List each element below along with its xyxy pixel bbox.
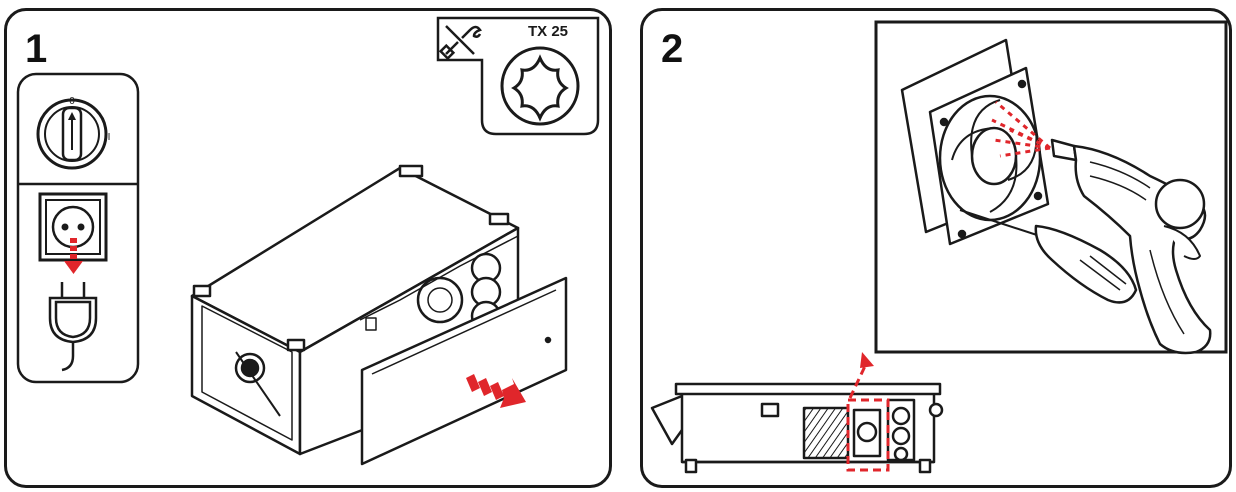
- switch-off-mark: 0: [69, 96, 75, 107]
- switch-on-mark: I: [108, 132, 111, 143]
- torx-bit-icon: [500, 46, 580, 126]
- compressed-air-gun-icon: [1050, 138, 1212, 355]
- step-number-2: 2: [661, 27, 684, 71]
- remove-cover-arrow: [466, 374, 526, 408]
- screwdriver-icon: [959, 209, 1138, 304]
- power-switch-icon: [36, 98, 108, 170]
- cooling-fan-icon: [900, 38, 1050, 246]
- side-cover-panel: [360, 276, 568, 466]
- unplug-arrow: [64, 238, 83, 274]
- power-plug-icon: [48, 282, 98, 372]
- step-number-1: 1: [25, 27, 48, 71]
- projector-open-icon: [650, 382, 944, 474]
- air-spray: [991, 100, 1051, 158]
- projector-unit: [190, 164, 520, 456]
- tool-size-label: TX 25: [528, 23, 568, 40]
- tools-icon: [438, 25, 482, 61]
- zoom-arrow: [848, 352, 874, 399]
- fan-highlight: [846, 398, 890, 472]
